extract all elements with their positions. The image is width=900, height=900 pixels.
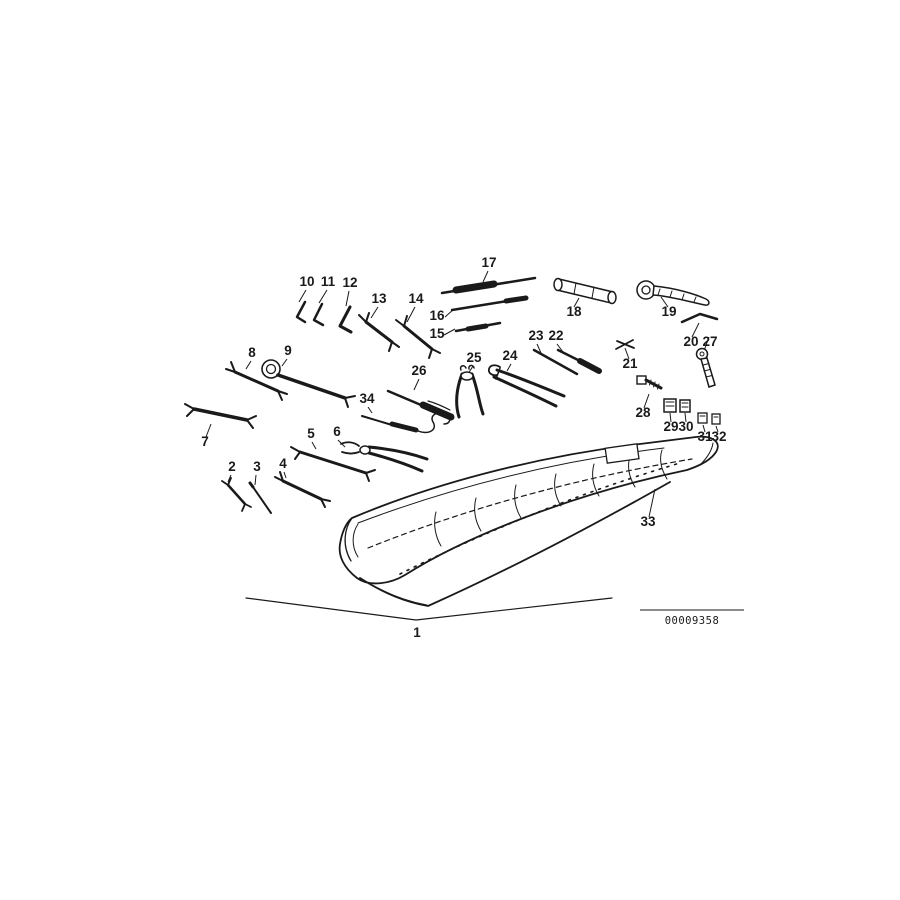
tool-3-pin	[248, 481, 272, 514]
tool-28-bolt	[636, 375, 663, 390]
callouts: 10 11 12 13 14 15 16 17 18 19 20 21 22 2…	[201, 255, 726, 640]
callout-22: 22	[548, 328, 563, 343]
tool-6-combination-pliers	[340, 441, 429, 473]
callout-4: 4	[279, 456, 287, 471]
tool-27-ratchet	[695, 347, 716, 388]
callout-7: 7	[201, 434, 209, 449]
callout-34: 34	[359, 391, 375, 406]
callout-3: 3	[253, 459, 261, 474]
callout-23: 23	[528, 328, 544, 343]
tool-9-combination-wrench	[261, 359, 356, 408]
tool-23-punch	[532, 348, 579, 376]
leader-lines	[205, 270, 719, 518]
item-29-bulb	[663, 398, 677, 413]
item-30-bulb	[679, 399, 691, 413]
tool-20-tommy-bar	[680, 312, 719, 324]
tool-5-open-end-wrench	[290, 446, 376, 482]
tool-10-allen-key	[295, 300, 307, 324]
callout-19: 19	[661, 304, 676, 319]
tool-11-allen-key	[312, 302, 325, 327]
callout-14: 14	[408, 291, 424, 306]
callout-29: 29	[663, 419, 678, 434]
callout-10: 10	[299, 274, 314, 289]
callout-12: 12	[342, 275, 357, 290]
tool-8-open-end-wrench	[225, 361, 288, 401]
tool-7-double-open-end-wrench	[184, 403, 257, 429]
callout-15: 15	[429, 326, 445, 341]
tool-18-box-spanner	[553, 277, 617, 305]
callout-31: 31	[697, 429, 713, 444]
callout-11: 11	[321, 274, 336, 289]
tool-12-allen-key	[338, 305, 353, 334]
item-1-bracket	[245, 597, 613, 621]
callout-30: 30	[678, 419, 693, 434]
callout-18: 18	[566, 304, 582, 319]
callout-21: 21	[622, 356, 638, 371]
callout-17: 17	[481, 255, 496, 270]
part-code-block: 00009358	[640, 609, 744, 627]
part-code: 00009358	[665, 615, 720, 627]
callout-2: 2	[228, 459, 236, 474]
callout-6: 6	[333, 424, 341, 439]
tool-19-spark-plug-wrench	[636, 280, 710, 306]
bag-label-patch	[604, 443, 640, 464]
tool-4-open-end-wrench	[274, 471, 331, 508]
tool-17-screwdriver	[440, 276, 537, 295]
callout-16: 16	[429, 308, 445, 323]
callout-28: 28	[635, 405, 651, 420]
callout-24: 24	[502, 348, 518, 363]
callout-1: 1	[413, 625, 421, 640]
item-32-fuse	[711, 413, 721, 425]
callout-20: 20	[683, 334, 698, 349]
tool-roll-bag	[338, 435, 719, 607]
tool-22-screwdriver	[556, 348, 602, 374]
callout-5: 5	[307, 426, 315, 441]
tool-25-pliers	[455, 364, 485, 419]
item-31-fuse	[697, 412, 708, 424]
callout-33: 33	[640, 514, 656, 529]
tool-14-open-end-wrench	[395, 315, 441, 359]
tool-34-test-lead	[361, 412, 451, 434]
callout-25: 25	[466, 350, 482, 365]
tool-2-small-wrench	[221, 477, 252, 512]
callout-9: 9	[284, 343, 292, 358]
callout-32: 32	[711, 429, 726, 444]
tool-15-bit	[454, 321, 502, 333]
tool-16-screwdriver	[450, 295, 529, 312]
callout-27: 27	[702, 334, 717, 349]
tool-24-water-pump-pliers	[487, 364, 566, 408]
callout-8: 8	[248, 345, 256, 360]
callout-13: 13	[371, 291, 387, 306]
tool-21-clip	[615, 339, 635, 350]
tool-13-open-end-wrench	[358, 312, 400, 352]
callout-26: 26	[411, 363, 427, 378]
